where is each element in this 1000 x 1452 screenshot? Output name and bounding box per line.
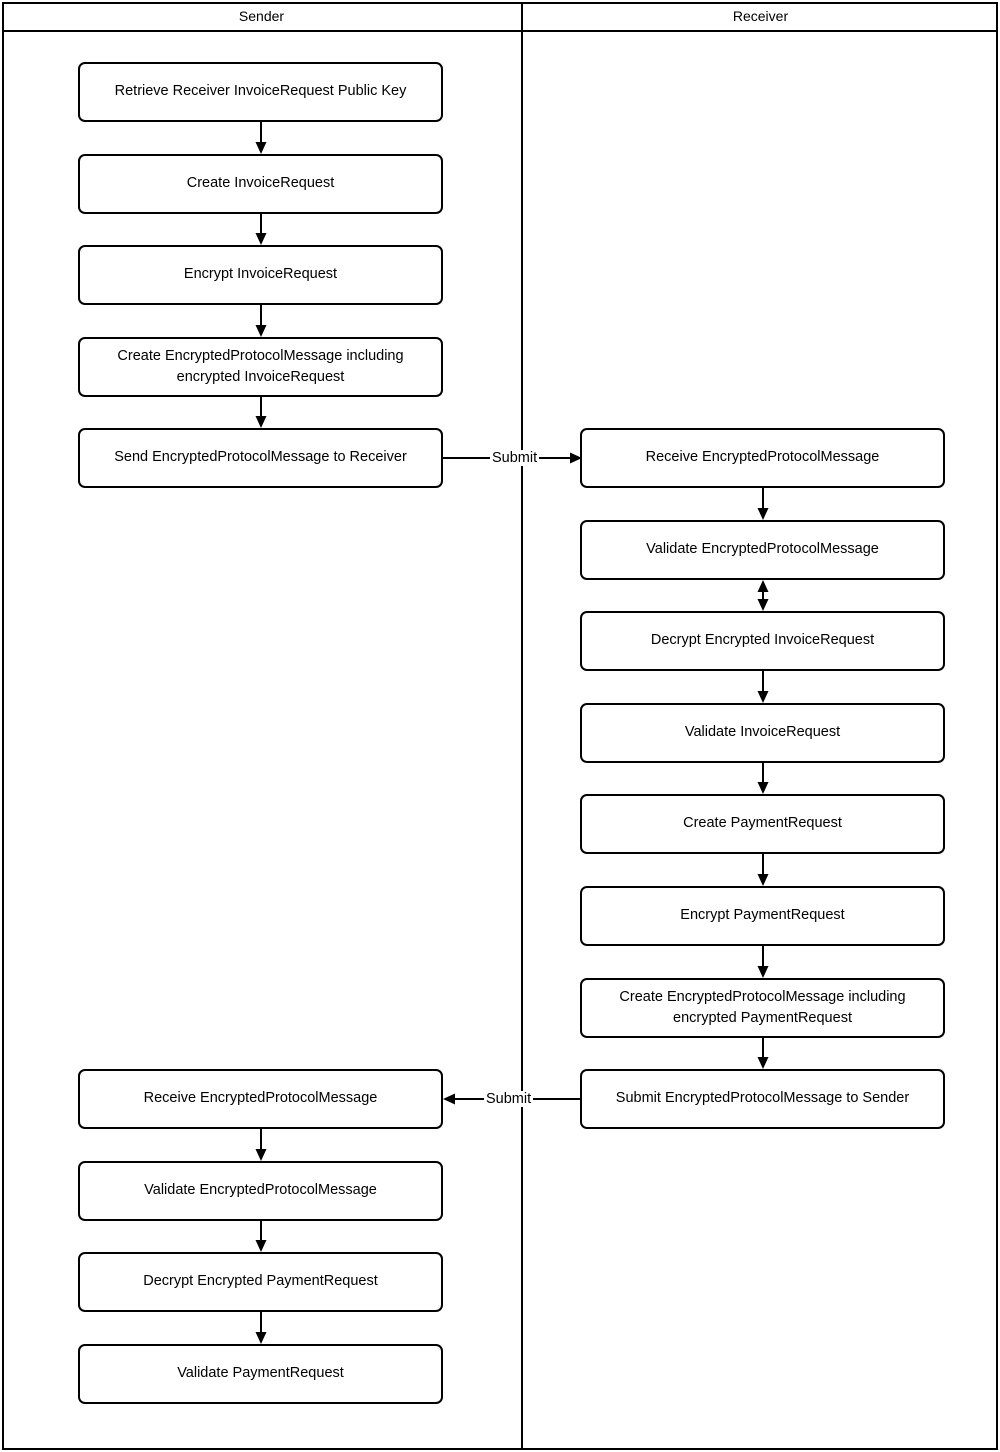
node-decrypt-encrypted-paymentrequest[interactable]: Decrypt Encrypted PaymentRequest — [78, 1252, 443, 1312]
arrow-s2-s3 — [245, 214, 277, 245]
arrow-s8-s9 — [245, 1312, 277, 1344]
arrow-r4-r5 — [747, 763, 779, 794]
arrow-r5-r6 — [747, 854, 779, 886]
lane-vertical-divider — [521, 2, 523, 1450]
node-retrieve-receiver-public-key[interactable]: Retrieve Receiver InvoiceRequest Public … — [78, 62, 443, 122]
node-submit-epm-to-sender[interactable]: Submit EncryptedProtocolMessage to Sende… — [580, 1069, 945, 1129]
node-create-invoicerequest[interactable]: Create InvoiceRequest — [78, 154, 443, 214]
arrow-r1-r2 — [747, 488, 779, 520]
node-decrypt-encrypted-invoicerequest[interactable]: Decrypt Encrypted InvoiceRequest — [580, 611, 945, 671]
lane-header-divider — [2, 30, 998, 32]
lane-title-receiver: Receiver — [732, 8, 789, 24]
arrow-r6-r7 — [747, 946, 779, 978]
node-encrypt-invoicerequest[interactable]: Encrypt InvoiceRequest — [78, 245, 443, 305]
node-validate-epm-receiver[interactable]: Validate EncryptedProtocolMessage — [580, 520, 945, 580]
node-create-paymentrequest[interactable]: Create PaymentRequest — [580, 794, 945, 854]
edge-label-submit-to-receiver: Submit — [490, 450, 540, 466]
node-validate-paymentrequest[interactable]: Validate PaymentRequest — [78, 1344, 443, 1404]
node-create-epm-invoicerequest[interactable]: Create EncryptedProtocolMessage includin… — [78, 337, 443, 397]
node-create-epm-paymentrequest[interactable]: Create EncryptedProtocolMessage includin… — [580, 978, 945, 1038]
arrow-r3-r4 — [747, 671, 779, 703]
arrow-r7-r8 — [747, 1038, 779, 1069]
node-encrypt-paymentrequest[interactable]: Encrypt PaymentRequest — [580, 886, 945, 946]
node-send-epm-to-receiver[interactable]: Send EncryptedProtocolMessage to Receive… — [78, 428, 443, 488]
node-receive-epm-receiver[interactable]: Receive EncryptedProtocolMessage — [580, 428, 945, 488]
arrow-s6-s7 — [245, 1129, 277, 1161]
node-validate-invoicerequest[interactable]: Validate InvoiceRequest — [580, 703, 945, 763]
edge-label-submit-to-sender: Submit — [484, 1091, 534, 1107]
arrow-s1-s2 — [245, 122, 277, 154]
node-receive-epm-sender[interactable]: Receive EncryptedProtocolMessage — [78, 1069, 443, 1129]
arrow-s4-s5 — [245, 397, 277, 428]
arrow-r2-r3-bidirectional — [747, 580, 779, 611]
node-validate-epm-sender[interactable]: Validate EncryptedProtocolMessage — [78, 1161, 443, 1221]
lane-title-sender: Sender — [238, 8, 285, 24]
arrow-s3-s4 — [245, 305, 277, 337]
arrow-s7-s8 — [245, 1221, 277, 1252]
